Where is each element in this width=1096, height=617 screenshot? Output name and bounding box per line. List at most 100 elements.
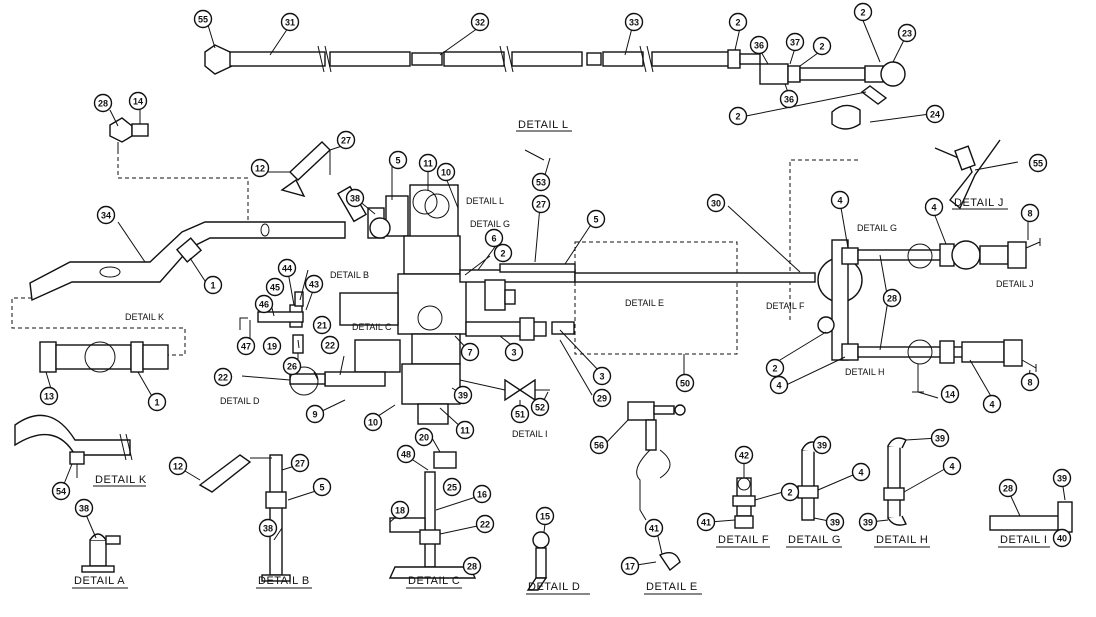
callout-c26: 26 bbox=[282, 356, 302, 376]
callout-c38-b: 38 bbox=[258, 518, 278, 538]
callout-number: 28 bbox=[887, 294, 897, 304]
callout-c55: 55 bbox=[193, 9, 213, 29]
callout-c48: 48 bbox=[396, 444, 416, 464]
detail-b-title: DETAIL B bbox=[258, 575, 310, 587]
detail-labels: DETAIL L DETAIL L DETAIL G DETAIL B DETA… bbox=[72, 119, 1050, 595]
callout-number: 41 bbox=[701, 518, 711, 528]
detail-d-ref: DETAIL D bbox=[220, 396, 260, 406]
callout-number: 27 bbox=[295, 459, 305, 469]
callout-number: 53 bbox=[536, 178, 546, 188]
callout-number: 45 bbox=[270, 283, 280, 293]
callout-number: 27 bbox=[536, 200, 546, 210]
callout-number: 30 bbox=[711, 199, 721, 209]
callout-number: 2 bbox=[819, 42, 824, 52]
callout-number: 28 bbox=[98, 99, 108, 109]
dashed-connections bbox=[11, 150, 860, 356]
detail-j-title: DETAIL J bbox=[954, 197, 1004, 209]
callout-number: 32 bbox=[475, 18, 485, 28]
callout-c3b: 3 bbox=[592, 366, 612, 386]
callout-c46: 46 bbox=[254, 294, 274, 314]
callout-c28-right: 28 bbox=[882, 288, 902, 308]
callout-number: 56 bbox=[594, 441, 604, 451]
callout-c34: 34 bbox=[96, 205, 116, 225]
callout-c36b: 36 bbox=[779, 89, 799, 109]
callout-c13: 13 bbox=[39, 386, 59, 406]
detail-k-ref: DETAIL K bbox=[125, 312, 164, 322]
callout-number: 27 bbox=[341, 136, 351, 146]
callout-number: 9 bbox=[312, 410, 317, 420]
callout-number: 39 bbox=[863, 518, 873, 528]
detail-j-ref: DETAIL J bbox=[996, 279, 1034, 289]
left-pipe-assembly bbox=[29, 117, 346, 373]
callout-number: 4 bbox=[931, 203, 936, 213]
callout-c5-main: 5 bbox=[388, 150, 408, 170]
callout-number: 4 bbox=[837, 196, 842, 206]
callout-number: 47 bbox=[241, 342, 251, 352]
detail-e-ref: DETAIL E bbox=[625, 298, 664, 308]
detail-d-title: DETAIL D bbox=[528, 581, 580, 593]
callout-number: 39 bbox=[458, 391, 468, 401]
callout-c22a: 22 bbox=[320, 335, 340, 355]
callout-c22b: 22 bbox=[213, 367, 233, 387]
callout-number: 55 bbox=[198, 15, 208, 25]
callout-number: 17 bbox=[625, 562, 635, 572]
callout-number: 20 bbox=[419, 433, 429, 443]
callout-number: 4 bbox=[858, 468, 863, 478]
callout-number: 16 bbox=[477, 490, 487, 500]
callout-c31: 31 bbox=[280, 12, 300, 32]
callout-number: 2 bbox=[500, 249, 505, 259]
callout-number: 24 bbox=[930, 110, 940, 120]
callout-number: 28 bbox=[467, 562, 477, 572]
callout-c36a: 36 bbox=[749, 35, 769, 55]
callout-c14-left: 14 bbox=[128, 91, 148, 111]
callout-number: 39 bbox=[817, 441, 827, 451]
detail-l-title: DETAIL L bbox=[518, 119, 568, 131]
detail-h-title: DETAIL H bbox=[876, 534, 928, 546]
callout-number: 3 bbox=[511, 348, 516, 358]
callout-number: 14 bbox=[945, 390, 955, 400]
callout-c39-h2: 39 bbox=[858, 512, 878, 532]
detail-e-title: DETAIL E bbox=[646, 581, 698, 593]
callout-c43: 43 bbox=[304, 274, 324, 294]
callout-c23: 23 bbox=[897, 23, 917, 43]
callout-number: 25 bbox=[447, 483, 457, 493]
callout-c2-top2: 2 bbox=[853, 2, 873, 22]
callout-number: 6 bbox=[491, 234, 496, 244]
callout-c21: 21 bbox=[312, 315, 332, 335]
callout-c3a: 3 bbox=[504, 342, 524, 362]
callout-c41-f: 41 bbox=[696, 512, 716, 532]
callout-c33: 33 bbox=[624, 12, 644, 32]
callout-number: 26 bbox=[287, 362, 297, 372]
callout-c9: 9 bbox=[305, 404, 325, 424]
callout-number: 36 bbox=[784, 95, 794, 105]
detail-g-ref: DETAIL G bbox=[470, 219, 510, 229]
callout-c15: 15 bbox=[535, 506, 555, 526]
callout-c47: 47 bbox=[236, 336, 256, 356]
detail-h-right-ref: DETAIL H bbox=[845, 367, 885, 377]
callout-number: 38 bbox=[350, 194, 360, 204]
callout-number: 1 bbox=[210, 281, 215, 291]
detail-views bbox=[14, 401, 1073, 591]
callout-c27-right: 27 bbox=[531, 194, 551, 214]
callout-number: 46 bbox=[259, 300, 269, 310]
callout-number: 42 bbox=[739, 451, 749, 461]
callout-number: 37 bbox=[790, 38, 800, 48]
callout-number: 41 bbox=[649, 524, 659, 534]
callout-c39-h: 39 bbox=[930, 428, 950, 448]
callout-c17: 17 bbox=[620, 556, 640, 576]
callout-number: 22 bbox=[218, 373, 228, 383]
callout-number: 28 bbox=[1003, 484, 1013, 494]
callout-number: 52 bbox=[535, 403, 545, 413]
detail-c-title: DETAIL C bbox=[408, 575, 460, 587]
callout-c1-bot: 1 bbox=[147, 392, 167, 412]
callout-number: 3 bbox=[599, 372, 604, 382]
right-pipe-assembly bbox=[817, 139, 1041, 393]
callout-number: 4 bbox=[776, 381, 781, 391]
callout-number: 4 bbox=[989, 400, 994, 410]
callout-c22-c: 22 bbox=[475, 514, 495, 534]
callout-c4-g: 4 bbox=[851, 462, 871, 482]
callout-number: 23 bbox=[902, 29, 912, 39]
callout-c2-f: 2 bbox=[780, 482, 800, 502]
callout-c4-h: 4 bbox=[942, 456, 962, 476]
callout-c28-i: 28 bbox=[998, 478, 1018, 498]
